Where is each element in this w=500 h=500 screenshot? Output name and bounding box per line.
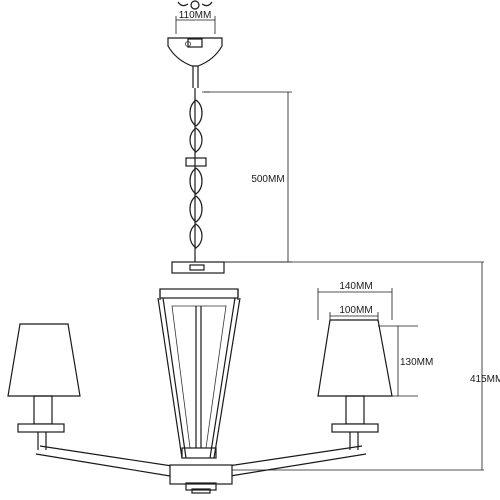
shade-height-dimension: 130MM bbox=[378, 325, 433, 397]
ceiling-canopy bbox=[167, 37, 223, 88]
hook-ornament bbox=[177, 0, 213, 10]
right-lamp bbox=[317, 319, 393, 450]
central-frame bbox=[157, 288, 241, 459]
canopy-width-dimension: 110MM bbox=[175, 10, 216, 34]
left-lamp bbox=[7, 323, 81, 450]
chain-length-label: 500MM bbox=[251, 174, 284, 185]
body-top-plate bbox=[171, 261, 225, 274]
shade-height-label: 130MM bbox=[400, 357, 433, 368]
shade-inner-width-dimension: 100MM bbox=[329, 305, 379, 322]
shade-outer-width-label: 140MM bbox=[339, 281, 372, 292]
chain-length-dimension: 500MM bbox=[204, 91, 292, 263]
shade-outer-width-dimension: 140MM bbox=[317, 281, 393, 320]
chain bbox=[185, 88, 210, 262]
arms bbox=[35, 445, 367, 494]
shade-inner-width-label: 100MM bbox=[339, 305, 372, 316]
overall-height-label: 415MM bbox=[470, 374, 500, 385]
canopy-width-label: 110MM bbox=[179, 10, 212, 21]
